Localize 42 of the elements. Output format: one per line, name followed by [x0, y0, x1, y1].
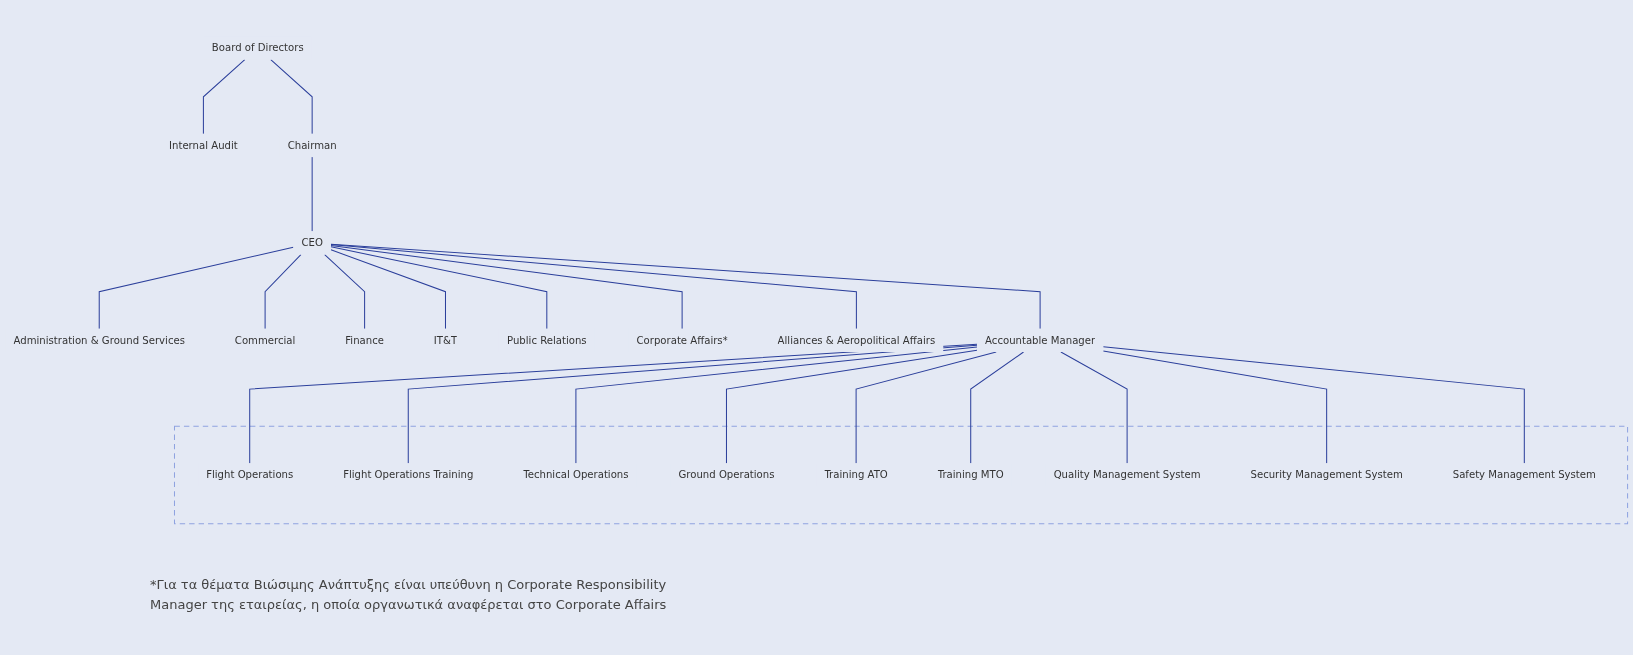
- connector: [1060, 351, 1128, 464]
- connector: [855, 351, 997, 464]
- node-text: Technical Operations: [523, 468, 629, 481]
- node-text: Chairman: [287, 139, 337, 152]
- connector: [249, 343, 978, 464]
- connector: [575, 346, 978, 464]
- node-text: Public Relations: [507, 334, 587, 347]
- connector: [98, 246, 294, 330]
- node-text: Quality Management System: [1053, 468, 1201, 481]
- cluster: [173, 425, 1629, 525]
- connector: [330, 244, 683, 330]
- connector: [1102, 350, 1328, 464]
- node-text: Safety Management System: [1452, 468, 1596, 481]
- connector: [407, 344, 978, 464]
- footnote: *Για τα θέματα Βιώσιμης Ανάπτυξης είναι υπεύθυνη η Corporate Responsibility Manager της εταιρείας, η οποία οργανωτικά αναφέρεται στο Corporate Affairs: [150, 576, 668, 614]
- connector: [330, 244, 857, 330]
- node-text: Board of Directors: [211, 41, 304, 54]
- connector: [311, 156, 313, 232]
- node-text: Finance: [345, 334, 384, 347]
- connector: [270, 59, 313, 135]
- node-text: Security Management System: [1250, 468, 1403, 481]
- connector: [264, 254, 302, 330]
- node-text: Commercial: [234, 334, 296, 347]
- connector: [330, 246, 548, 330]
- node-text: Administration & Ground Services: [13, 334, 185, 347]
- node-text: Flight Operations Training: [343, 468, 474, 481]
- connector: [1102, 346, 1525, 464]
- connector: [324, 254, 366, 330]
- node-text: Ground Operations: [678, 468, 775, 481]
- connector: [970, 351, 1025, 464]
- node-text: Training MTO: [937, 468, 1004, 481]
- connector: [202, 59, 246, 135]
- node-text: CEO: [301, 236, 323, 249]
- node-text: Corporate Affairs*: [636, 334, 728, 347]
- connector: [330, 249, 446, 330]
- connector: [330, 243, 1041, 330]
- node-text: Accountable Manager: [985, 334, 1096, 347]
- node-text: Training ATO: [824, 468, 888, 481]
- connector: [725, 349, 978, 464]
- node-text: IT&T: [433, 334, 458, 347]
- node-text: Internal Audit: [169, 139, 238, 152]
- node-text: Flight Operations: [206, 468, 294, 481]
